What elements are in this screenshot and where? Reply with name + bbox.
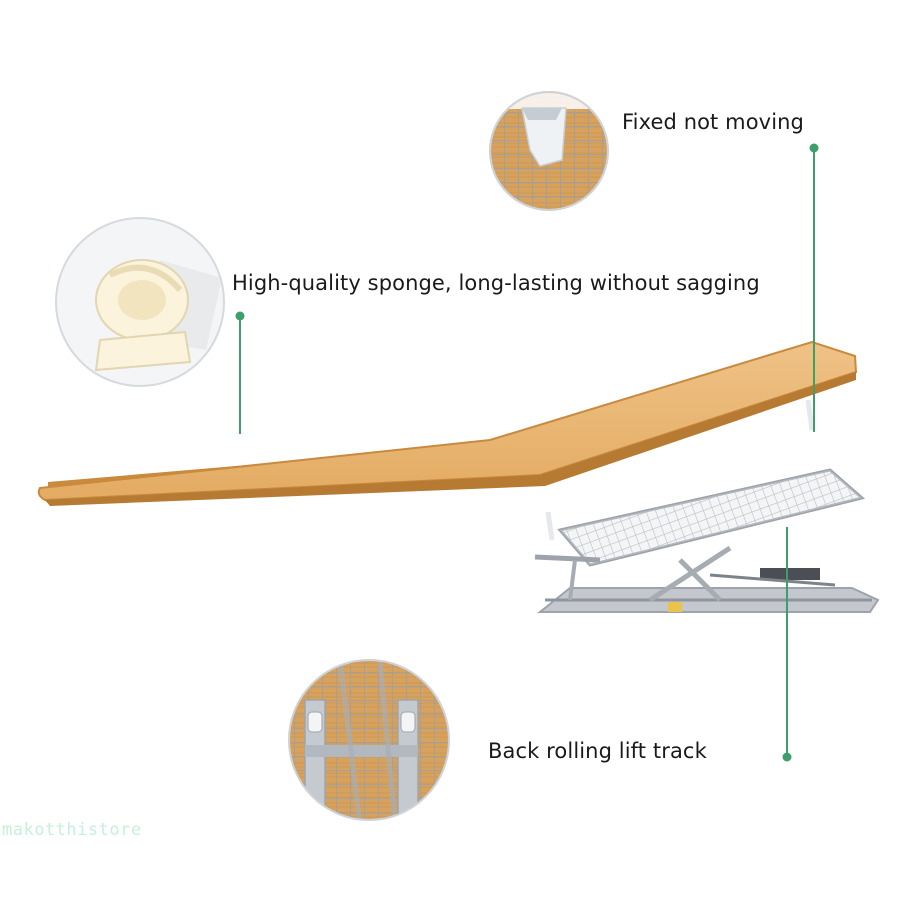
leader-track-dot	[782, 752, 792, 762]
lift-frame	[534, 399, 880, 613]
inset-track-detail	[288, 659, 450, 821]
mattress-cushion	[37, 340, 858, 506]
inset-sponge-detail	[55, 217, 225, 387]
inset-fixed-detail	[489, 91, 609, 211]
callout-sponge-quality: High-quality sponge, long-lasting withou…	[232, 271, 760, 295]
store-watermark: makotthistore	[2, 820, 142, 840]
leader-sponge-dot	[235, 311, 245, 321]
callout-fixed-not-moving: Fixed not moving	[622, 110, 804, 134]
leader-lines	[235, 143, 819, 762]
callout-lift-track: Back rolling lift track	[488, 739, 707, 763]
leader-fixed-dot	[809, 143, 819, 153]
